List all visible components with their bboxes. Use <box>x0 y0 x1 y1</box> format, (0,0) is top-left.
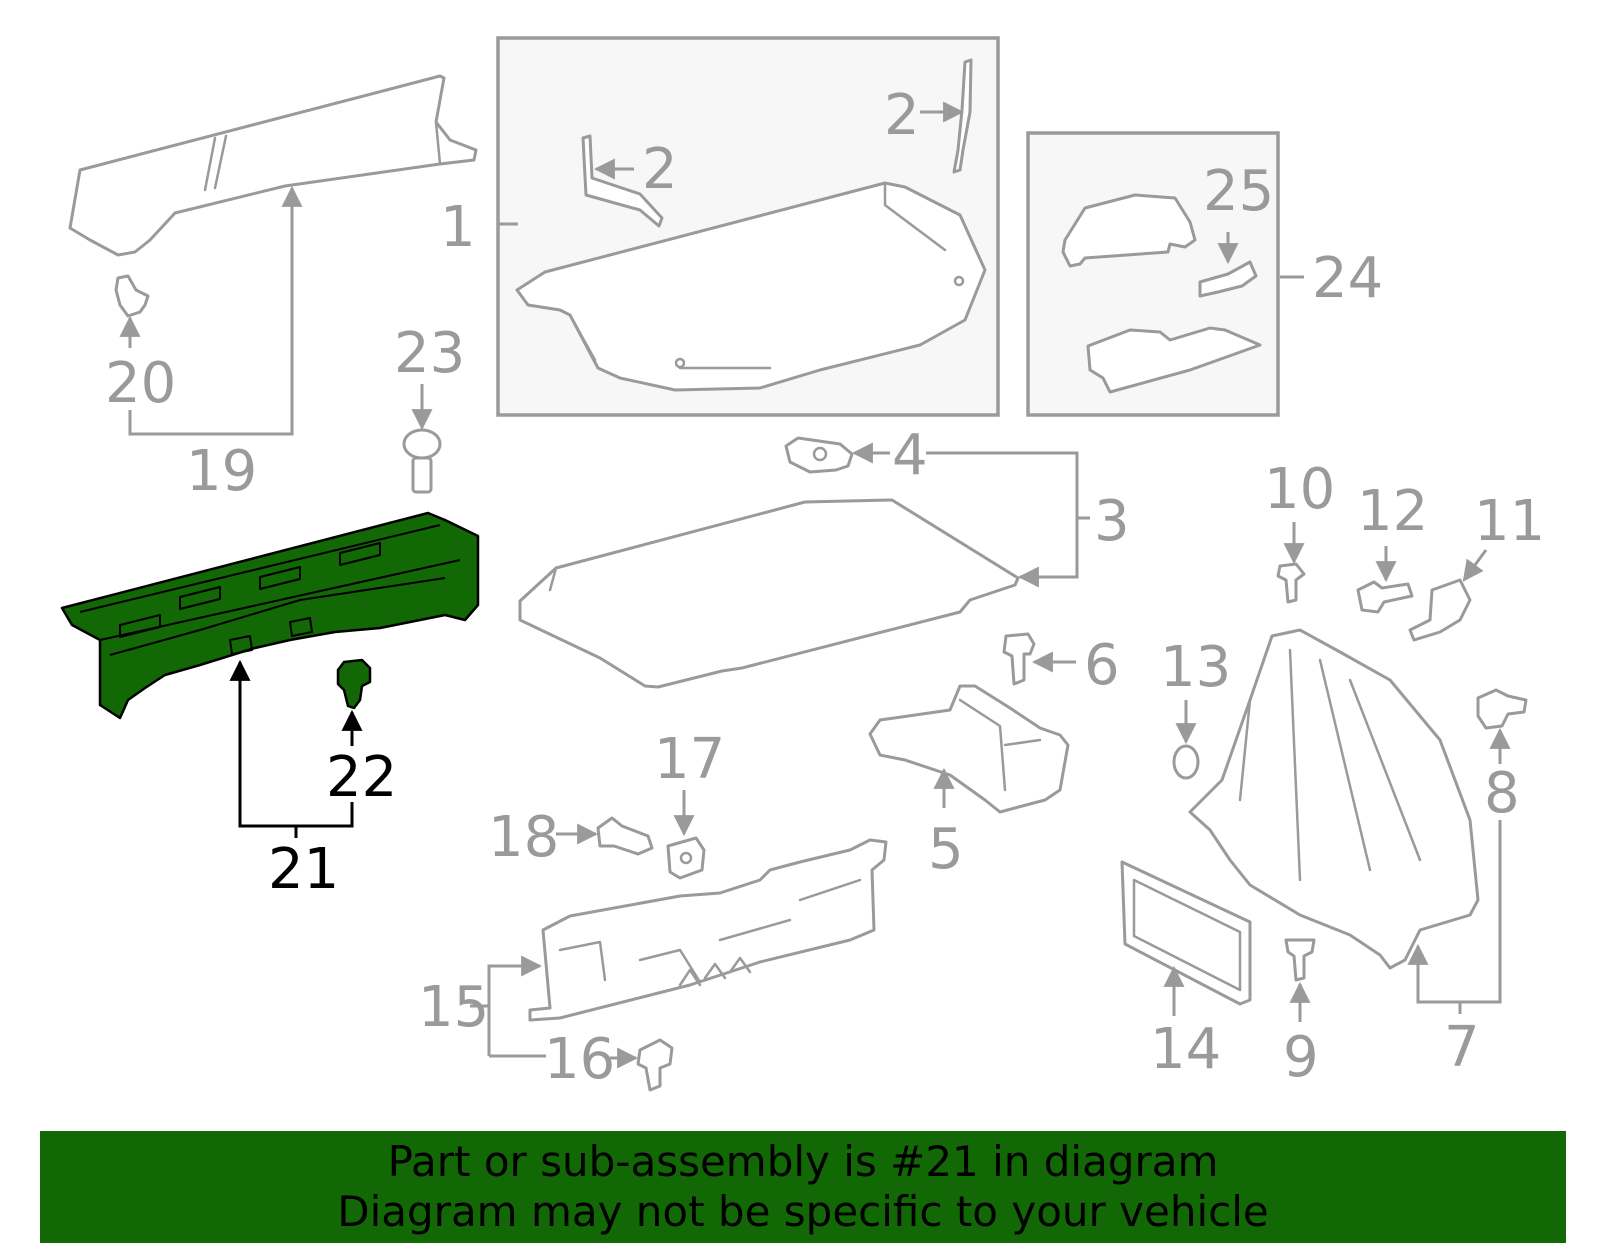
callout-5[interactable]: 5 <box>928 817 964 882</box>
callout-17[interactable]: 17 <box>654 727 725 792</box>
part-18-bolt[interactable] <box>596 816 654 856</box>
callout-16[interactable]: 16 <box>544 1027 615 1092</box>
group-part-23: 23 <box>394 321 465 494</box>
callout-13[interactable]: 13 <box>1160 635 1231 700</box>
callout-23[interactable]: 23 <box>394 321 465 386</box>
callout-12[interactable]: 12 <box>1357 479 1428 544</box>
callout-7[interactable]: 7 <box>1444 1015 1480 1080</box>
part-8-clip[interactable] <box>1476 688 1528 730</box>
part-13-grommet[interactable] <box>1172 744 1200 780</box>
part-24-hook-lower[interactable] <box>1086 326 1262 394</box>
part-6-screw[interactable] <box>1002 632 1036 686</box>
group-part-5: 6 5 <box>868 632 1120 882</box>
callout-8[interactable]: 8 <box>1484 761 1520 826</box>
part-4-clip[interactable] <box>784 436 854 474</box>
callout-10[interactable]: 10 <box>1264 457 1335 522</box>
part-25-fastener[interactable] <box>1198 260 1258 298</box>
part-16-clip[interactable] <box>636 1038 674 1092</box>
callout-20[interactable]: 20 <box>105 351 176 416</box>
callout-6[interactable]: 6 <box>1084 633 1120 698</box>
footer-banner: Part or sub-assembly is #21 in diagram D… <box>40 1131 1566 1243</box>
callout-3[interactable]: 3 <box>1094 489 1130 554</box>
group-part-21-highlighted: 22 21 <box>60 511 480 902</box>
group-box-part-1: 1 2 2 <box>440 36 1000 417</box>
part-15-trim-panel[interactable] <box>528 838 888 1022</box>
part-9-clip[interactable] <box>1284 938 1316 982</box>
callout-25[interactable]: 25 <box>1203 159 1274 224</box>
part-24-hook-upper[interactable] <box>1061 193 1197 268</box>
group-part-3: 4 3 <box>518 423 1130 689</box>
callout-15[interactable]: 15 <box>418 975 489 1040</box>
footer-line-disclaimer: Diagram may not be specific to your vehi… <box>337 1187 1269 1236</box>
group-part-7: 10 12 11 13 8 14 9 7 <box>1120 457 1545 1090</box>
part-14-panel[interactable] <box>1120 860 1252 1006</box>
callout-2b[interactable]: 2 <box>884 83 920 148</box>
footer-line-part: Part or sub-assembly is #21 in diagram <box>387 1137 1219 1186</box>
callout-2a[interactable]: 2 <box>642 137 678 202</box>
part-1-tray[interactable] <box>515 181 987 392</box>
callout-11[interactable]: 11 <box>1474 489 1545 554</box>
callout-9[interactable]: 9 <box>1283 1025 1319 1090</box>
callout-1[interactable]: 1 <box>440 195 476 260</box>
part-21-highlighted-panel[interactable] <box>60 511 480 720</box>
part-11-bracket[interactable] <box>1408 578 1472 642</box>
callout-22[interactable]: 22 <box>326 745 397 810</box>
part-17-nut[interactable] <box>666 836 706 880</box>
footer-banner-bg <box>40 1131 1566 1243</box>
part-12-bolt[interactable] <box>1356 580 1414 614</box>
group-box-part-24: 25 24 <box>1026 131 1383 417</box>
part-3-floor-board[interactable] <box>518 498 1020 689</box>
group-part-19: 20 19 <box>68 74 478 504</box>
part-7-side-trim[interactable] <box>1188 628 1480 970</box>
part-10-clip[interactable] <box>1276 562 1306 604</box>
group-part-15: 17 18 15 16 <box>418 727 888 1092</box>
callout-4[interactable]: 4 <box>892 423 928 488</box>
callout-24[interactable]: 24 <box>1312 246 1383 311</box>
callout-21[interactable]: 21 <box>268 837 339 902</box>
callout-18[interactable]: 18 <box>488 805 559 870</box>
part-20-clip[interactable] <box>114 274 150 318</box>
callout-14[interactable]: 14 <box>1150 1017 1221 1082</box>
part-19-cover[interactable] <box>68 74 478 257</box>
part-23-bolt[interactable] <box>402 428 442 460</box>
part-22-push-clip[interactable] <box>336 658 372 710</box>
callout-19[interactable]: 19 <box>186 439 257 504</box>
part-2-bracket-left[interactable] <box>581 134 664 228</box>
